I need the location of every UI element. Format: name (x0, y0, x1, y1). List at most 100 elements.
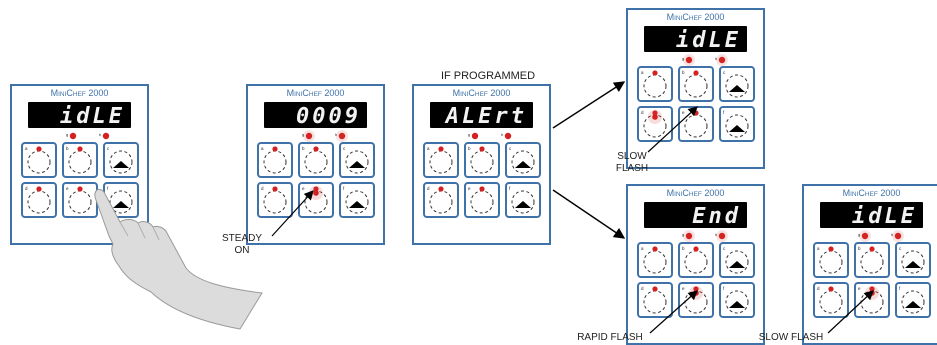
keypad-button-b[interactable]: b (464, 142, 500, 178)
button-led (313, 186, 319, 192)
keypad-button-f[interactable]: f (339, 182, 375, 218)
keypad-button-d[interactable]: d (637, 282, 673, 318)
keypad-button-label: d (641, 110, 644, 115)
wedge-icon (349, 201, 365, 208)
keypad-button-frame[interactable] (505, 182, 541, 218)
indicator-led-label: g (468, 132, 470, 137)
keypad-button-label: b (468, 146, 471, 151)
keypad-button-e[interactable]: e (678, 282, 714, 318)
lcd-display (644, 202, 747, 228)
keypad-button-c[interactable]: c (103, 142, 139, 178)
wedge-icon (729, 125, 745, 132)
keypad-button-d[interactable]: d (637, 106, 673, 142)
lcd-display (264, 102, 367, 128)
keypad-button-d[interactable]: d (423, 182, 459, 218)
keypad-button-a[interactable]: a (21, 142, 57, 178)
keypad-button-a[interactable]: a (637, 66, 673, 102)
button-led (652, 110, 658, 116)
keypad-button-label: b (302, 146, 305, 151)
keypad-button-a[interactable]: a (257, 142, 293, 178)
lcd-display-text: ALErt (444, 104, 527, 129)
keypad-button-b[interactable]: b (678, 242, 714, 278)
lit-led (652, 114, 658, 120)
keypad-button-label: e (66, 186, 69, 191)
keypad-button-f[interactable]: f (895, 282, 931, 318)
steady-on-line-1: STEADY (222, 233, 263, 244)
dashed-circle-icon (725, 74, 749, 98)
keypad-button-f[interactable]: f (719, 106, 755, 142)
keypad-button-a[interactable]: a (637, 242, 673, 278)
keypad-button-e[interactable]: e (854, 282, 890, 318)
pointer-slow-flash-bottom (827, 290, 874, 334)
lcd-display (28, 102, 131, 128)
indicator-led-label: h (501, 132, 503, 137)
button-led (693, 70, 699, 76)
keypad-button-label: d (261, 186, 264, 191)
keypad-button-label: a (25, 146, 28, 151)
dashed-circle-icon (511, 190, 535, 214)
keypad-button-e[interactable]: e (62, 182, 98, 218)
keypad-button-frame[interactable] (895, 282, 931, 318)
keypad-button-f[interactable]: f (505, 182, 541, 218)
keypad-button-e[interactable]: e (464, 182, 500, 218)
keypad-button-label: d (817, 286, 820, 291)
keypad-button-label: a (261, 146, 264, 151)
keypad-button-label: c (107, 146, 110, 151)
indicator-led-label: g (858, 232, 860, 237)
wedge-icon (113, 201, 129, 208)
keypad-button-b[interactable]: b (678, 66, 714, 102)
indicator-led (718, 232, 726, 240)
lcd-display-text: idLE (60, 104, 125, 129)
lcd-display-text: End (692, 204, 741, 229)
keypad-button-c[interactable]: c (505, 142, 541, 178)
keypad-button-f[interactable]: f (719, 282, 755, 318)
keypad-button-label: c (343, 146, 346, 151)
keypad-button-c[interactable]: c (719, 242, 755, 278)
if-programmed-label: IF PROGRAMMED (440, 70, 536, 82)
brand-title: MINICHEF 2000 (843, 188, 901, 198)
keypad-button-b[interactable]: b (298, 142, 334, 178)
lcd-display (820, 202, 923, 228)
button-led (828, 246, 834, 252)
keypad-button-label: f (509, 186, 511, 191)
keypad-button-frame[interactable] (719, 106, 755, 142)
lit-led (313, 190, 319, 196)
keypad-button-d[interactable]: d (813, 282, 849, 318)
dashed-circle-icon (901, 290, 925, 314)
keypad-button-frame[interactable] (339, 182, 375, 218)
keypad-button-label: e (858, 286, 861, 291)
slow-flash-top-line-2: FLASH (615, 163, 649, 174)
dashed-circle-icon (109, 190, 133, 214)
dashed-circle-icon (345, 190, 369, 214)
keypad-button-b[interactable]: b (62, 142, 98, 178)
keypad-button-e[interactable]: e (678, 106, 714, 142)
keypad-button-frame[interactable] (719, 282, 755, 318)
keypad-button-c[interactable]: c (895, 242, 931, 278)
keypad-button-a[interactable]: a (813, 242, 849, 278)
keypad-button-d[interactable]: d (21, 182, 57, 218)
button-led (438, 146, 444, 152)
dashed-circle-icon (345, 150, 369, 174)
lcd-display-text: idLE (852, 204, 917, 229)
indicator-led (504, 132, 512, 140)
keypad-button-a[interactable]: a (423, 142, 459, 178)
keypad-button-b[interactable]: b (854, 242, 890, 278)
keypad-button-c[interactable]: c (339, 142, 375, 178)
keypad-button-label: c (899, 246, 902, 251)
indicator-led-label: g (682, 56, 684, 61)
pointer-rapid-flash (649, 290, 698, 334)
brand-title: MINICHEF 2000 (667, 188, 725, 198)
lcd-display-text: idLE (676, 28, 741, 53)
keypad-button-label: b (66, 146, 69, 151)
indicator-led (471, 132, 479, 140)
keypad-button-d[interactable]: d (257, 182, 293, 218)
keypad-button-c[interactable]: c (719, 66, 755, 102)
rapid-flash-label: RAPID FLASH (577, 332, 643, 343)
wedge-icon (729, 261, 745, 268)
indicator-led (718, 56, 726, 64)
pointer-slow-flash-top (647, 106, 698, 153)
indicator-glow (303, 130, 315, 142)
wedge-icon (905, 261, 921, 268)
